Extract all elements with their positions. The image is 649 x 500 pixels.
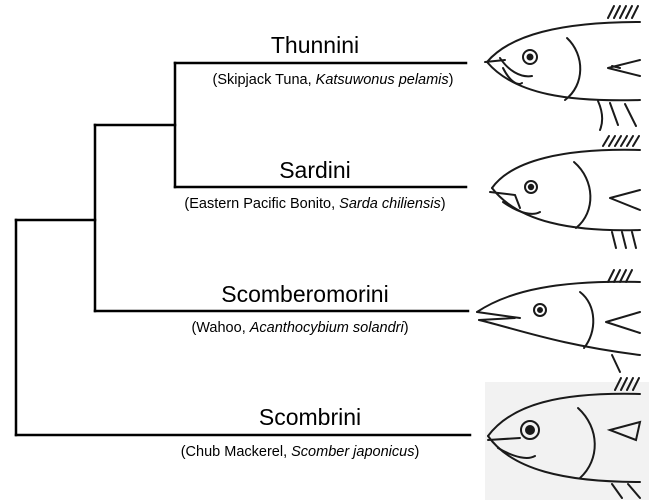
tribe-label-scomberomorini: Scomberomorini [175,281,435,308]
skipjack-tuna-head-icon [485,6,640,130]
tribe-label-sardini: Sardini [230,157,400,184]
species-label-thunnini: (Skipjack Tuna, Katsuwonus pelamis) [178,72,488,88]
bonito-head-icon [490,136,640,248]
tribe-label-scombrini: Scombrini [220,404,400,431]
species-label-sardini: (Eastern Pacific Bonito, Sarda chiliensi… [145,196,485,212]
wahoo-head-icon [477,270,640,372]
species-label-scomberomorini: (Wahoo, Acanthocybium solandri) [145,320,455,336]
tribe-label-thunnini: Thunnini [230,32,400,59]
tree-branches [16,63,470,435]
species-label-scombrini: (Chub Mackerel, Scomber japonicus) [140,444,460,460]
